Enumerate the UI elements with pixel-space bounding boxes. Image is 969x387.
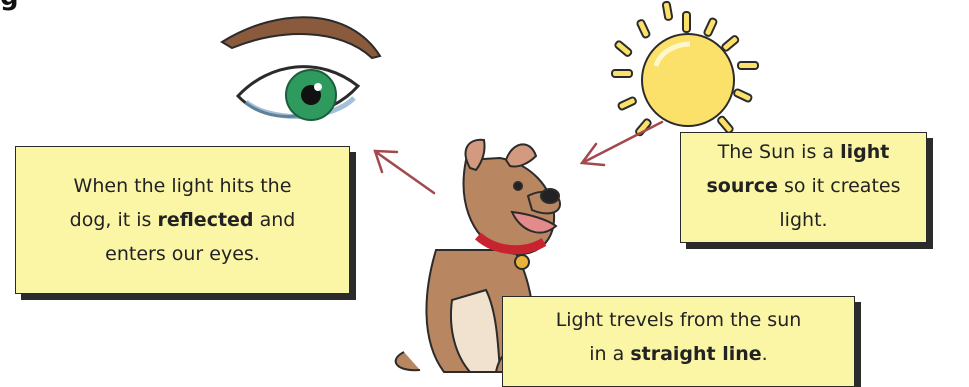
eye-icon bbox=[222, 17, 380, 120]
note-straight-line-line1: Light trevels from the sun bbox=[556, 309, 802, 331]
note-light-source-keyword1: light bbox=[840, 141, 889, 163]
sun-icon bbox=[612, 1, 758, 136]
note-light-source-keyword2: source bbox=[706, 175, 777, 197]
note-reflection-keyword: reflected bbox=[157, 209, 253, 231]
note-straight-line: Light trevels from the sun in a straight… bbox=[502, 296, 855, 387]
note-reflection-line2-post: and bbox=[254, 209, 296, 231]
note-light-source-line3: light. bbox=[779, 209, 827, 231]
note-light-source-line1-pre: The Sun is a bbox=[718, 141, 840, 163]
note-reflection: When the light hits the dog, it is refle… bbox=[15, 146, 350, 294]
note-light-source-line2-post: so it creates bbox=[778, 175, 901, 197]
note-reflection-line1: When the light hits the bbox=[74, 175, 292, 197]
note-light-source: The Sun is a light source so it creates … bbox=[680, 132, 927, 243]
note-straight-line-line2-post: . bbox=[762, 343, 768, 365]
note-straight-line-keyword: straight line bbox=[630, 343, 761, 365]
note-straight-line-line2-pre: in a bbox=[589, 343, 630, 365]
note-reflection-line2-pre: dog, it is bbox=[70, 209, 158, 231]
note-reflection-line3: enters our eyes. bbox=[105, 243, 260, 265]
